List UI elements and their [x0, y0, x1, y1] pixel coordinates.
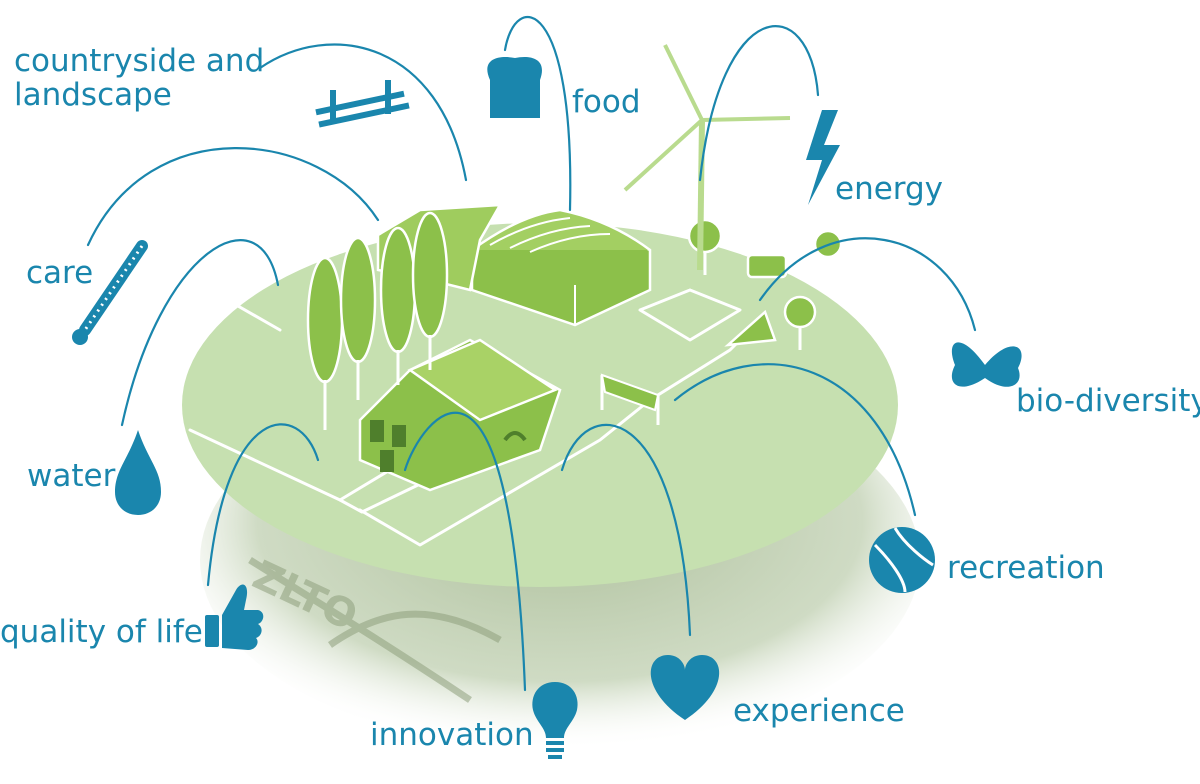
connector-arcs [86, 16, 977, 692]
label-recreation: recreation [947, 550, 1105, 586]
poplar-trees [306, 211, 449, 430]
label-water: water [27, 458, 116, 494]
thumbs-up-icon [205, 584, 264, 650]
heart-icon [650, 655, 720, 720]
fence-icon [315, 80, 410, 128]
label-energy: energy [835, 171, 944, 207]
label-countryside: countryside and landscape [14, 43, 265, 113]
farm-house [358, 338, 562, 492]
beach-ball-icon [869, 527, 935, 593]
lightning-icon [806, 110, 840, 205]
bread-icon [487, 57, 542, 118]
label-food: food [572, 84, 641, 120]
barn-curved-roof [470, 208, 652, 327]
label-biodiversity: bio-diversity [1016, 383, 1200, 419]
label-experience: experience [733, 693, 905, 729]
label-quality-of-life: quality of life [0, 614, 203, 650]
light-bulb-icon [532, 682, 578, 759]
water-drop-icon [115, 430, 161, 515]
banner [600, 373, 660, 425]
campsite [687, 218, 843, 350]
wind-turbine [623, 44, 791, 271]
label-innovation: innovation [370, 717, 534, 753]
butterfly-icon [951, 342, 1022, 387]
label-care: care [26, 255, 94, 291]
thermometer-icon [72, 240, 148, 345]
